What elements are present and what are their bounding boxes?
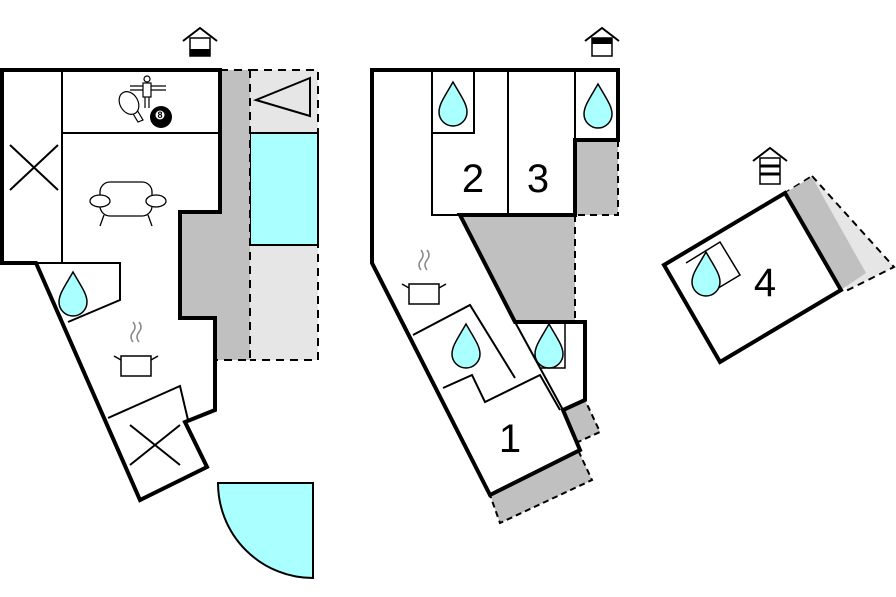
house-level-icon xyxy=(182,26,218,57)
house-level-icon xyxy=(752,146,788,185)
terrace-area xyxy=(180,70,250,360)
pool-icon xyxy=(249,132,319,246)
sofa-icon xyxy=(89,181,167,227)
house-level-icon xyxy=(584,26,620,57)
annex-walls xyxy=(661,190,844,365)
foosball-icon xyxy=(130,75,166,108)
svg-text:8: 8 xyxy=(157,110,162,120)
room-label-1: 1 xyxy=(499,417,521,461)
first-floor-plan: 2 3 1 xyxy=(370,26,620,525)
terrace-area xyxy=(460,215,575,322)
stairs-icon xyxy=(9,144,59,191)
billiard-ball-icon: 8 xyxy=(150,106,172,128)
table-tennis-icon xyxy=(118,91,144,123)
room-label-4: 4 xyxy=(754,261,776,305)
terrace-triangle-icon xyxy=(252,76,311,118)
entrance-door-icon xyxy=(216,482,314,580)
stairs-icon-lower xyxy=(129,424,181,466)
room-label-2: 2 xyxy=(462,157,484,201)
annex-plan: 4 xyxy=(661,146,896,365)
ground-floor-plan: 8 xyxy=(0,26,319,580)
room-label-3: 3 xyxy=(527,157,549,201)
